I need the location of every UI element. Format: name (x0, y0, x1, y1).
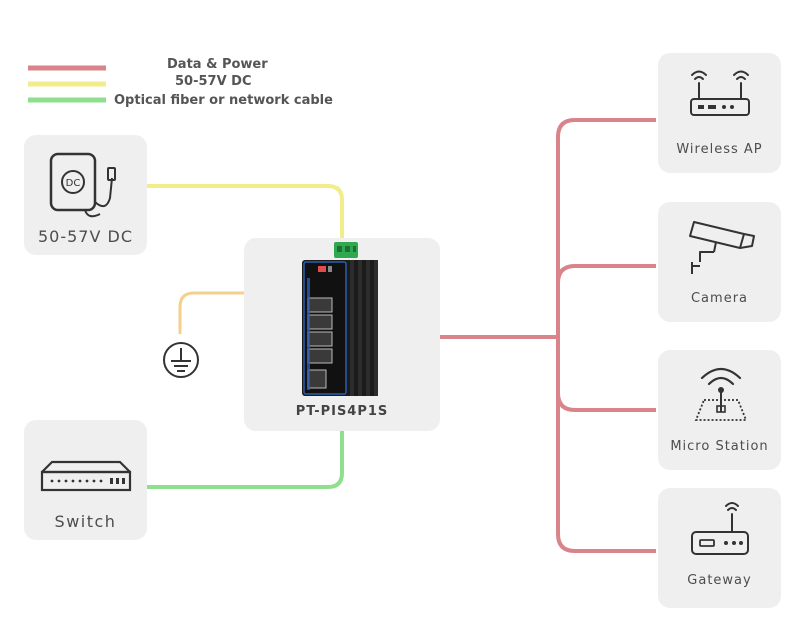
device-label: PT-PIS4P1S (295, 404, 389, 419)
dc-power-line (147, 184, 344, 240)
dc-adapter-icon: DC (49, 152, 116, 218)
micro-station-label: Micro Station (670, 439, 769, 454)
antenna-station-icon (694, 367, 748, 421)
wireless-router-icon (690, 70, 750, 116)
micro-station-node: Micro Station (658, 350, 781, 470)
network-cable-line (147, 430, 344, 489)
legend-data-power: Data & Power (167, 57, 268, 72)
camera-node: Camera (658, 202, 781, 322)
wireless-ap-label: Wireless AP (676, 142, 763, 157)
wireless-ap-node: Wireless AP (658, 53, 781, 173)
ground-icon (163, 342, 199, 378)
legend-fiber: Optical fiber or network cable (114, 93, 333, 108)
network-switch-icon (40, 460, 132, 492)
gateway-label: Gateway (687, 573, 752, 588)
ground-line (178, 291, 244, 334)
gateway-node: Gateway (658, 488, 781, 608)
camera-label: Camera (690, 291, 749, 306)
device-node: PT-PIS4P1S (244, 238, 440, 431)
switch-label: Switch (54, 512, 117, 531)
industrial-poe-switch (302, 242, 378, 396)
dc-icon-text: DC (66, 178, 81, 189)
gateway-icon (691, 502, 749, 555)
legend-dc: 50-57V DC (175, 74, 252, 89)
data-power-bus (440, 118, 656, 553)
power-supply-label: 50-57V DC (37, 227, 133, 246)
cctv-camera-icon (689, 221, 755, 274)
switch-node: Switch (24, 420, 147, 540)
power-supply-node: DC 50-57V DC (24, 135, 147, 255)
